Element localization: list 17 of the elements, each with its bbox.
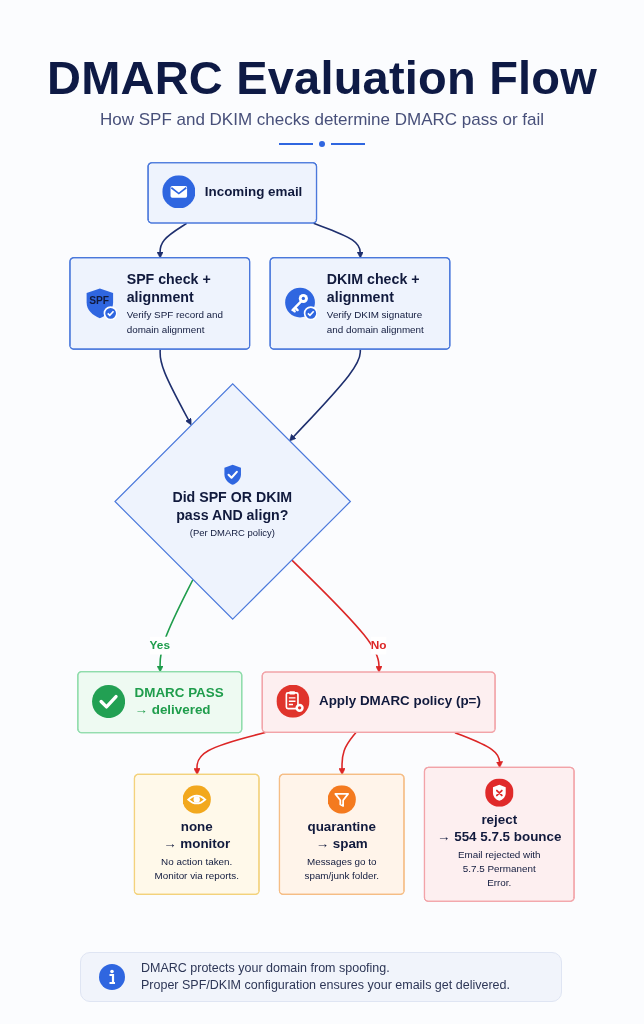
note-text: Proper SPF/DKIM configuration ensures your emails get delivered. — [141, 977, 510, 994]
arrow — [159, 348, 192, 425]
arrow — [290, 558, 383, 673]
arrow — [312, 222, 364, 259]
subtitle: How SPF and DKIM checks determine DMARC pass or fail — [99, 109, 544, 130]
edge-label: Yes — [149, 637, 170, 652]
arrow — [156, 222, 188, 259]
arrow — [338, 731, 357, 775]
edge-label: No — [370, 637, 387, 652]
arrow — [454, 731, 503, 768]
note-text: DMARC protects your domain from spoofing. — [141, 960, 391, 977]
node-diamond: Did SPF OR DKIM pass AND align? (Per DMARC policy) — [114, 382, 352, 620]
icon-text: SPF — [88, 295, 111, 306]
arrow — [156, 578, 194, 672]
arrow — [289, 348, 362, 441]
arrow — [193, 731, 267, 775]
title: DMARC Evaluation Flow — [47, 52, 597, 104]
